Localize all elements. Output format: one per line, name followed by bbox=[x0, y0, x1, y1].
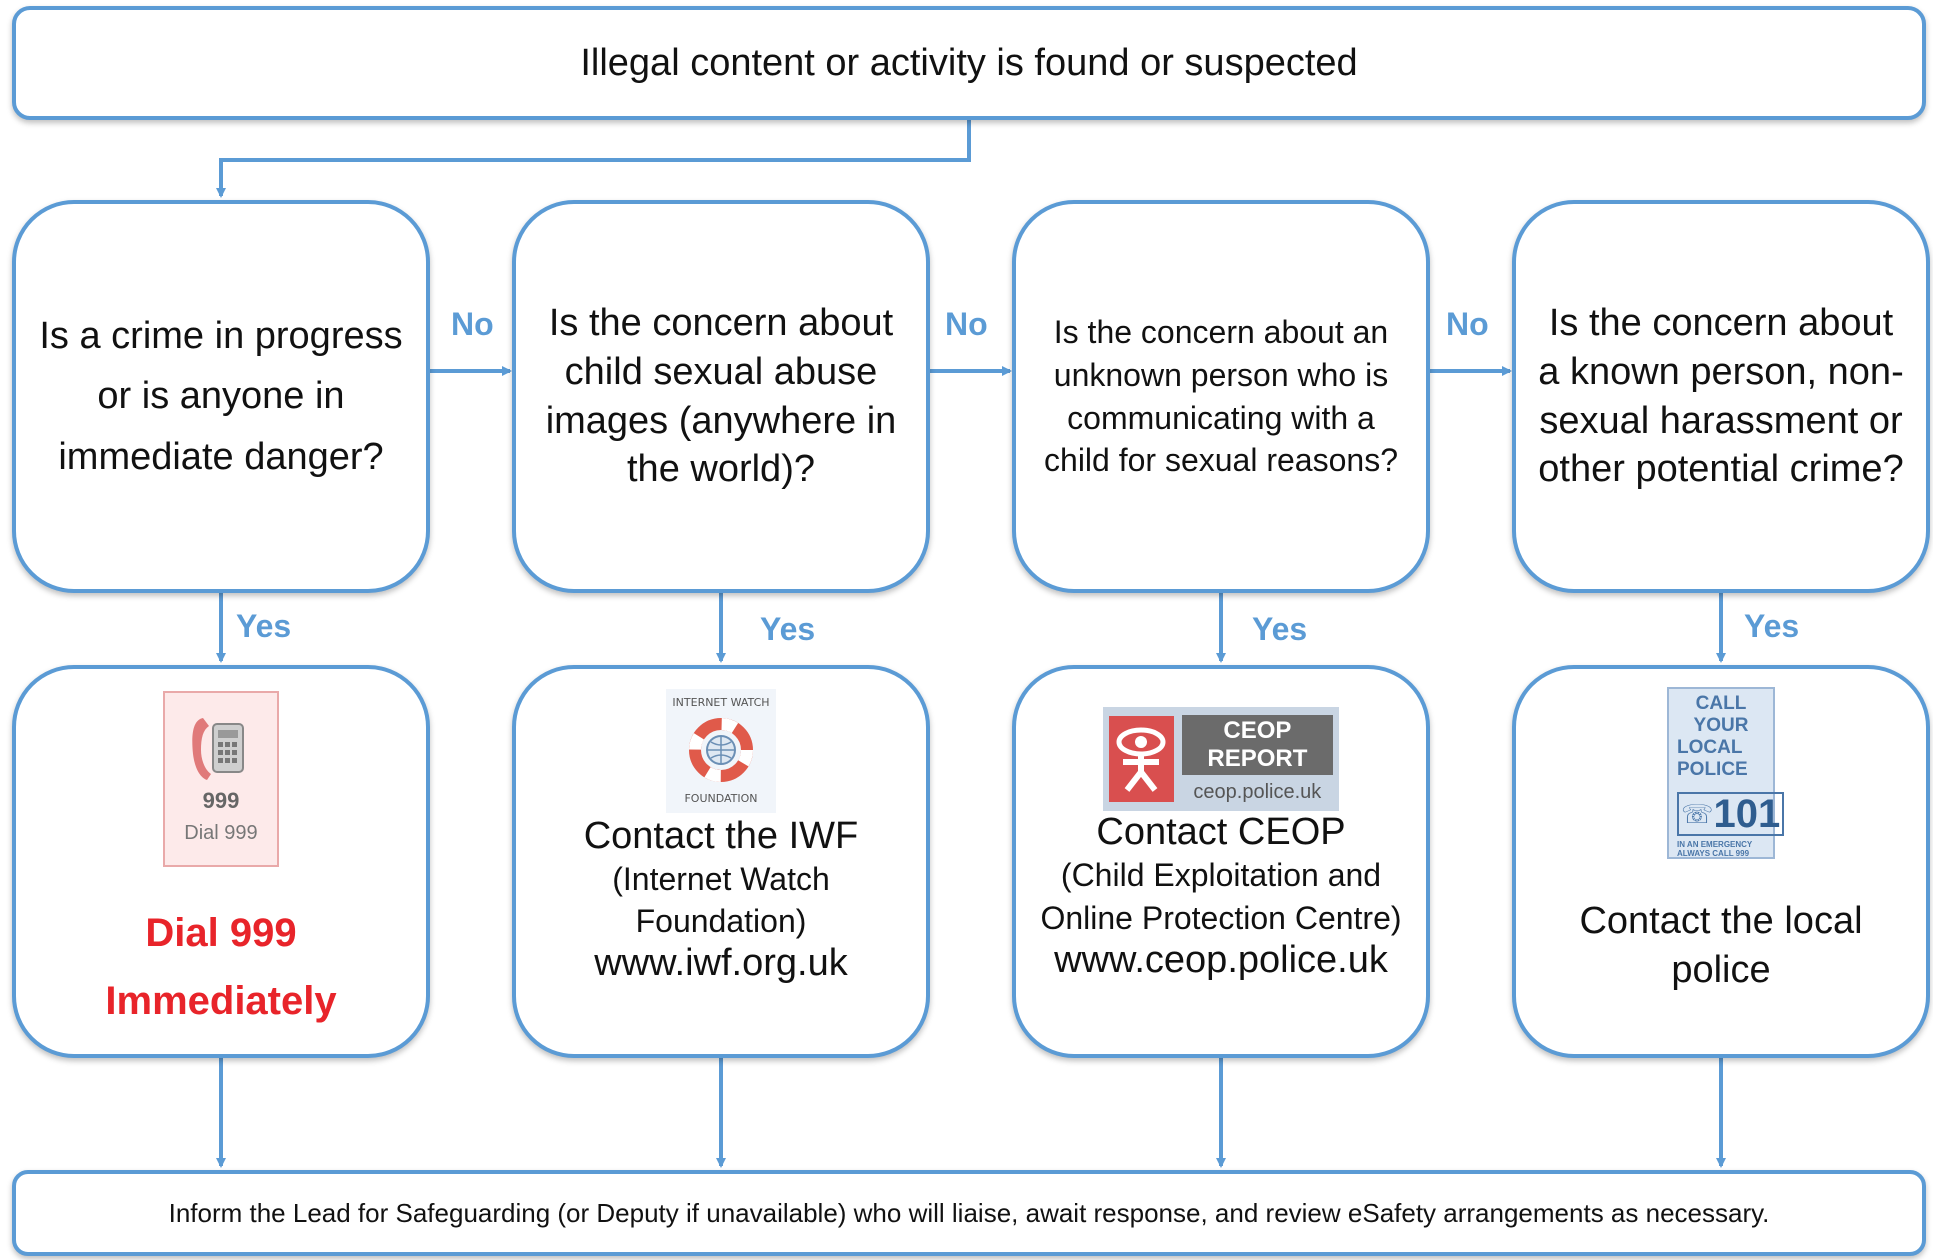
no-label-3: No bbox=[1446, 306, 1489, 342]
police-logo-number: 101 bbox=[1713, 792, 1781, 837]
no-label-1: No bbox=[451, 306, 494, 342]
dial-999-text: Dial 999 bbox=[145, 911, 297, 955]
police-logo-line1: CALL YOUR bbox=[1693, 693, 1749, 736]
start-text: Illegal content or activity is found or … bbox=[580, 41, 1358, 84]
question-box-abuse-images: Is the concern about child sexual abuse … bbox=[512, 200, 930, 593]
police-101-logo: CALL YOUR LOCAL POLICE ☏ 101 IN AN EMERG… bbox=[1667, 687, 1785, 859]
yes-label-2: Yes bbox=[760, 611, 816, 647]
yes-label-4: Yes bbox=[1744, 608, 1800, 644]
action-box-iwf: INTERNET WATCH FOUNDATION Contact the IW… bbox=[512, 665, 930, 1058]
dial-999-logo-caption: Dial 999 bbox=[184, 821, 258, 844]
question-box-crime: Is a crime in progress or is anyone in i… bbox=[12, 200, 430, 593]
contact-iwf-title: Contact the IWF bbox=[583, 815, 859, 857]
iwf-url: www.iwf.org.uk bbox=[594, 942, 848, 985]
question-text: Is the concern about an unknown person w… bbox=[1044, 313, 1398, 479]
start-box: Illegal content or activity is found or … bbox=[12, 6, 1926, 120]
phone-icon: ☏ bbox=[1681, 798, 1714, 829]
police-logo-line2: LOCAL bbox=[1677, 736, 1743, 758]
immediately-text: Immediately bbox=[105, 979, 337, 1023]
end-text: Inform the Lead for Safeguarding (or Dep… bbox=[168, 1197, 1770, 1228]
ceop-logo: CEOP REPORT ceop.police.uk bbox=[1103, 707, 1339, 811]
iwf-logo: INTERNET WATCH FOUNDATION bbox=[666, 689, 776, 813]
dial-999-logo-number: 999 bbox=[202, 787, 240, 813]
ceop-logo-url: ceop.police.uk bbox=[1193, 780, 1322, 803]
no-label-2: No bbox=[945, 306, 988, 342]
action-box-ceop: CEOP REPORT ceop.police.uk Contact CEOP … bbox=[1012, 665, 1430, 1058]
iwf-subtitle: (Internet Watch Foundation) bbox=[612, 861, 830, 940]
ceop-eye-icon bbox=[1109, 716, 1174, 802]
yes-label-3: Yes bbox=[1252, 611, 1308, 647]
question-text: Is a crime in progress or is anyone in i… bbox=[39, 315, 403, 478]
yes-label-1: Yes bbox=[236, 608, 292, 644]
dial-999-logo: 999 Dial 999 bbox=[163, 691, 279, 867]
police-logo-small2: ALWAYS CALL 999 bbox=[1677, 849, 1750, 859]
question-box-known-person: Is the concern about a known person, non… bbox=[1512, 200, 1930, 593]
iwf-logo-top-text: INTERNET WATCH bbox=[672, 696, 769, 709]
question-text: Is the concern about a known person, non… bbox=[1538, 302, 1904, 491]
lifebuoy-icon: INTERNET WATCH FOUNDATION bbox=[672, 696, 769, 805]
ceop-subtitle: (Child Exploitation and Online Protectio… bbox=[1040, 857, 1402, 936]
telephone-icon bbox=[192, 717, 244, 780]
iwf-logo-bottom-text: FOUNDATION bbox=[684, 792, 757, 805]
contact-ceop-title: Contact CEOP bbox=[1096, 811, 1346, 853]
ceop-url: www.ceop.police.uk bbox=[1054, 939, 1388, 982]
contact-police-title: Contact the local police bbox=[1579, 900, 1863, 992]
question-box-unknown-person: Is the concern about an unknown person w… bbox=[1012, 200, 1430, 593]
action-box-dial-999: 999 Dial 999 Dial 999 Immediately bbox=[12, 665, 430, 1058]
action-box-local-police: CALL YOUR LOCAL POLICE ☏ 101 IN AN EMERG… bbox=[1512, 665, 1930, 1058]
end-box: Inform the Lead for Safeguarding (or Dep… bbox=[12, 1170, 1926, 1256]
question-text: Is the concern about child sexual abuse … bbox=[545, 302, 897, 491]
ceop-logo-title: CEOP REPORT bbox=[1181, 714, 1333, 775]
police-logo-small1: IN AN EMERGENCY bbox=[1677, 840, 1753, 850]
start-to-q1-arrow bbox=[216, 120, 971, 198]
police-logo-line3: POLICE bbox=[1677, 758, 1748, 780]
